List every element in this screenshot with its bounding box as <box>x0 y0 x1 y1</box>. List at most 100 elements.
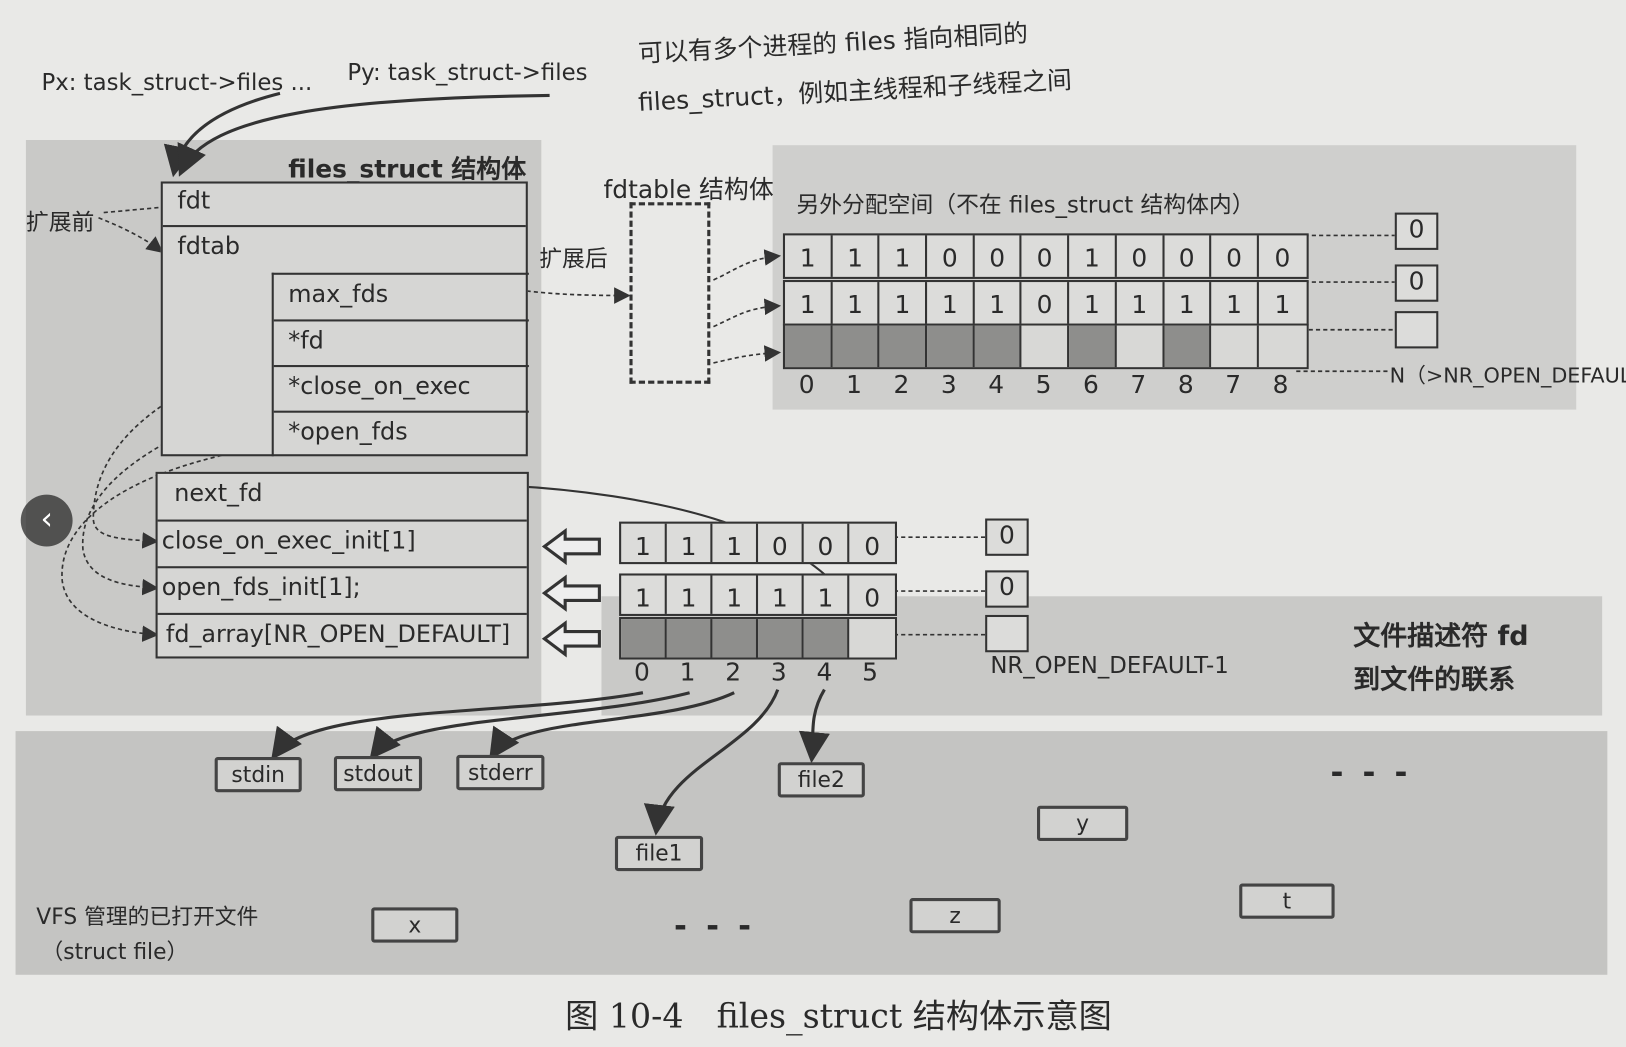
initial-open-fds-end-cell: 0 <box>985 570 1029 608</box>
file-y: y <box>1037 805 1129 842</box>
fd-index-label: 3 <box>770 657 787 687</box>
file-z: z <box>909 898 1001 934</box>
open-fds-cell: 1 <box>667 575 713 614</box>
open-fds-cell: 1 <box>1164 282 1212 324</box>
open-fds-cell: 1 <box>785 282 833 324</box>
field-fdt: fdt <box>177 187 211 215</box>
files-struct-title: files_struct 结构体 <box>288 154 527 184</box>
vfs-label-line2: （struct file） <box>41 939 189 965</box>
fd-index-label: 4 <box>816 657 833 687</box>
fd-array-cell <box>758 619 804 658</box>
after-expand-label: 扩展后 <box>539 246 608 273</box>
chevron-left-icon[interactable]: ‹ <box>20 494 73 547</box>
fd-array-cell <box>712 619 759 658</box>
open-fds-cell: 1 <box>621 575 667 614</box>
open-fds-cell: 1 <box>1069 282 1117 324</box>
open-fds-cell: 1 <box>1274 290 1291 320</box>
fdtable-box <box>629 202 711 384</box>
initial-fd-array-end-cell <box>985 614 1029 653</box>
fd-index-label: 8 <box>1177 370 1194 400</box>
fd-array-cell <box>832 325 880 368</box>
field-open-fds: *open_fds <box>273 410 529 457</box>
fd-array-cell <box>974 325 1022 368</box>
open-fds-cell: 0 <box>864 583 881 613</box>
extra-open-fds-end-cell: 0 <box>1394 264 1439 302</box>
open-fds-cell: 1 <box>758 575 804 614</box>
fd-array-cell <box>1211 325 1259 368</box>
fd-index-label: 0 <box>798 370 815 400</box>
extra-fd-array-end-cell <box>1394 311 1439 349</box>
fd-array-cell <box>1258 325 1307 368</box>
close-on-exec-cell: 0 <box>864 531 881 562</box>
files-struct-init-box: next_fd close_on_exec_init[1] open_fds_i… <box>155 471 529 659</box>
fd-index-label: 0 <box>633 657 650 687</box>
file-file2: file2 <box>777 762 865 798</box>
close-on-exec-cell: 1 <box>621 523 667 563</box>
relation-label-line1: 文件描述符 fd <box>1353 621 1529 653</box>
more-files-ellipsis-1: - - - <box>1330 754 1412 792</box>
field-fdtab: fdtab <box>162 225 526 273</box>
field-open-fds-init: open_fds_init[1]; <box>157 566 527 613</box>
fd-array-cell <box>849 619 895 658</box>
file-stderr: stderr <box>456 754 545 791</box>
fd-index-label: 2 <box>893 370 910 400</box>
open-fds-cell: 1 <box>804 575 850 614</box>
initial-close-on-exec-end-cell: 0 <box>985 518 1029 556</box>
close-on-exec-cell: 0 <box>1164 235 1212 277</box>
close-on-exec-cell: 1 <box>785 235 833 277</box>
close-on-exec-cell: 0 <box>1274 243 1291 273</box>
fd-array-cell <box>803 619 850 658</box>
close-on-exec-cell: 0 <box>758 523 804 563</box>
open-fds-cell: 1 <box>832 282 880 324</box>
more-files-ellipsis-2: - - - <box>674 908 756 945</box>
fd-array-cell <box>621 619 667 658</box>
fd-index-label: 5 <box>862 657 878 687</box>
fd-index-label: 1 <box>846 370 862 400</box>
fd-array-cell <box>666 619 713 658</box>
file-file1: file1 <box>614 835 704 872</box>
close-on-exec-cell: 1 <box>832 235 880 277</box>
open-fds-cell: 1 <box>1211 282 1259 324</box>
close-on-exec-cell: 1 <box>1069 235 1117 277</box>
before-expand-label: 扩展前 <box>25 210 95 237</box>
initial-fd-array-bitmap <box>619 617 898 660</box>
close-on-exec-cell: 0 <box>804 523 850 563</box>
close-on-exec-cell: 0 <box>1117 235 1165 277</box>
fd-index-label: 8 <box>1272 370 1289 400</box>
field-close-on-exec-init: close_on_exec_init[1] <box>157 519 527 567</box>
fd-index-label: 7 <box>1130 370 1147 400</box>
field-max-fds: max_fds <box>288 281 389 308</box>
fd-index-label: 2 <box>725 657 742 687</box>
vfs-label-line1: VFS 管理的已打开文件 <box>36 904 259 930</box>
fd-array-cell <box>879 325 928 368</box>
field-fd-array: fd_array[NR_OPEN_DEFAULT] <box>157 612 527 659</box>
file-stdout: stdout <box>333 755 423 792</box>
close-on-exec-cell: 1 <box>880 235 928 277</box>
close-on-exec-cell: 1 <box>712 523 759 563</box>
extra-close-on-exec-end-cell: 0 <box>1394 212 1439 250</box>
py-label: Py: task_struct->files <box>347 60 588 87</box>
fd-array-cell <box>1069 325 1117 368</box>
fd-array-cell <box>1116 325 1165 368</box>
close-on-exec-cell: 0 <box>975 235 1022 277</box>
fd-index-label: 4 <box>988 370 1005 400</box>
field-next-fd: next_fd <box>174 480 263 508</box>
fd-index-label: 6 <box>1083 370 1099 400</box>
fd-index-label: 5 <box>1035 370 1052 400</box>
relation-label-line2: 到文件的联系 <box>1353 664 1516 696</box>
field-fd: *fd <box>273 319 529 365</box>
field-close-on-exec: *close_on_exec <box>273 365 529 411</box>
open-fds-cell: 1 <box>1117 282 1165 324</box>
fd-index-label: 7 <box>1225 370 1242 400</box>
file-t: t <box>1239 883 1335 919</box>
open-fds-cell: 1 <box>927 282 975 324</box>
fd-array-cell <box>785 325 833 368</box>
fd-array-cell <box>1164 325 1212 368</box>
fd-array-cell <box>1021 325 1070 368</box>
fd-array-cell <box>927 325 975 368</box>
